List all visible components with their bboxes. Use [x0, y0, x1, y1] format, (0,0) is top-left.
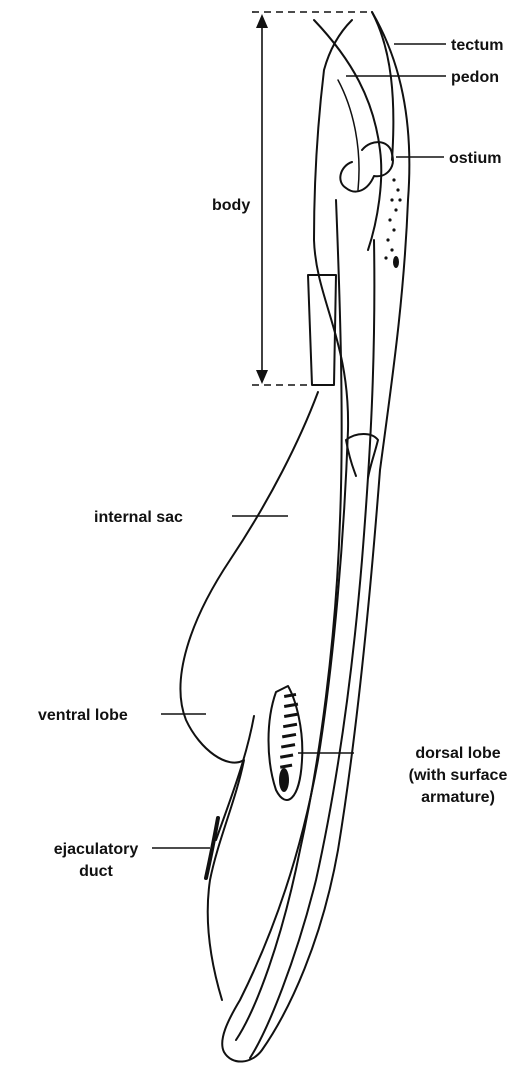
label-dorsal-lobe-1: dorsal lobe — [415, 745, 500, 762]
ventral-lobe-inner — [216, 716, 254, 840]
shaft-collar — [346, 434, 378, 478]
ostium-armature — [384, 178, 401, 268]
label-ostium: ostium — [449, 150, 501, 167]
label-ejaculatory-2: duct — [79, 863, 113, 880]
internal-sac-outline — [180, 392, 318, 1000]
label-internal-sac: internal sac — [94, 509, 183, 526]
label-ejaculatory-1: ejaculatory — [54, 841, 139, 858]
label-dorsal-lobe-2: (with surface — [409, 767, 508, 784]
pedon-outline — [314, 20, 381, 250]
dorsal-lobe-armature — [279, 693, 298, 792]
label-ventral-lobe: ventral lobe — [38, 707, 128, 724]
body-arrow-head-top — [256, 14, 268, 28]
label-body: body — [212, 197, 250, 214]
inner-shaft-left — [236, 200, 342, 1040]
ostium-outline — [340, 142, 393, 191]
label-pedon: pedon — [451, 69, 499, 86]
label-tectum: tectum — [451, 37, 503, 54]
body-arrow-head-bottom — [256, 370, 268, 384]
label-dorsal-lobe-3: armature) — [421, 789, 495, 806]
